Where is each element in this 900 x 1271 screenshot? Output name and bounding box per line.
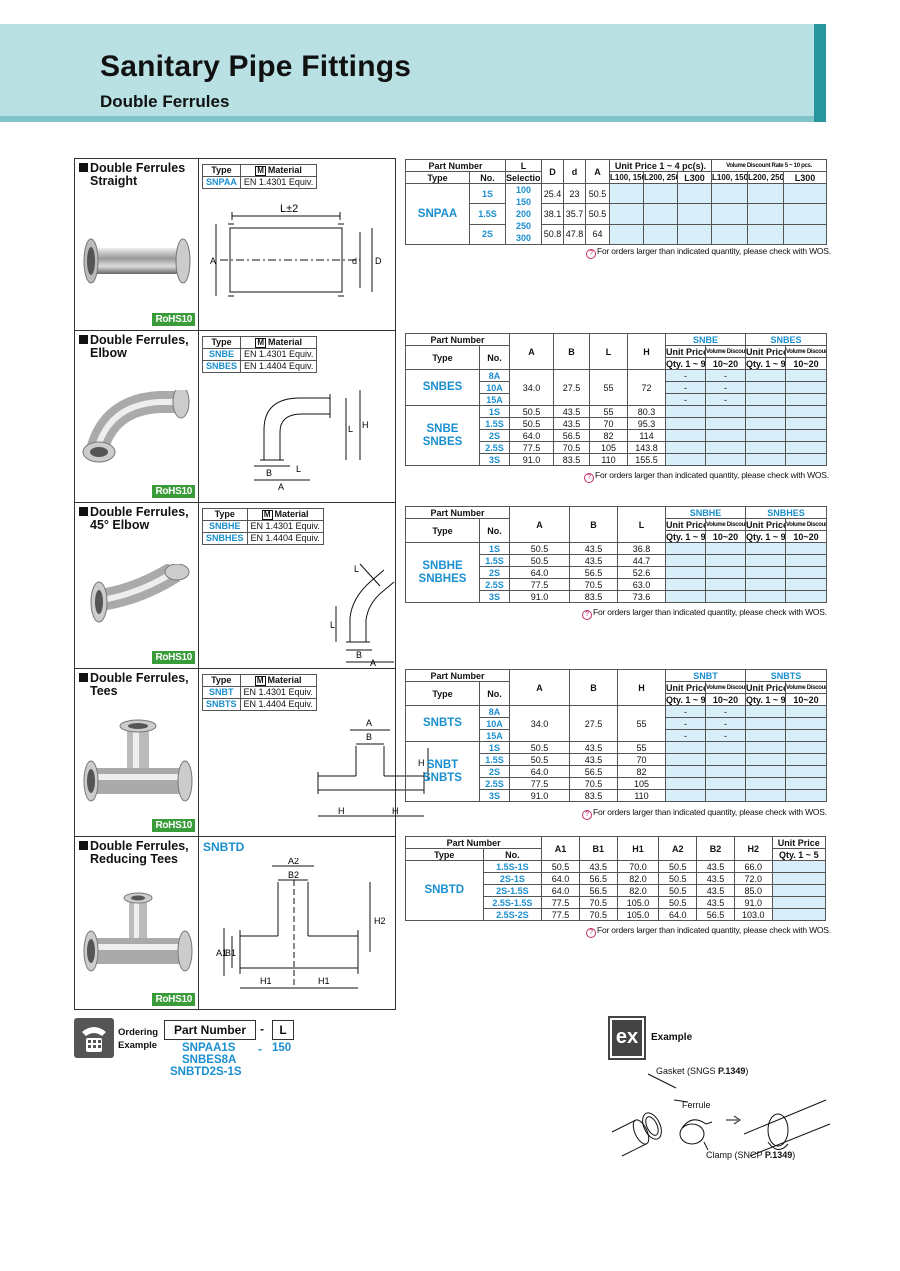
svg-text:A2: A2: [288, 858, 299, 866]
tee-ferrule-photo: [83, 719, 193, 802]
info-icon: ?: [584, 473, 594, 483]
rohs-badge: RoHS10: [152, 993, 195, 1006]
product-name: Double Ferrules,Tees: [79, 672, 189, 698]
svg-text:L: L: [330, 620, 335, 630]
ordering-line: SNBES8A: [182, 1054, 237, 1066]
banner-edge: [814, 24, 826, 122]
rohs-badge: RoHS10: [152, 819, 195, 832]
product-name: Double Ferrules,Elbow: [79, 334, 189, 360]
svg-text:B: B: [366, 732, 372, 742]
svg-text:H: H: [338, 806, 345, 816]
svg-text:B: B: [356, 650, 362, 660]
type-label: SNBTD: [203, 840, 245, 854]
svg-text:A: A: [370, 658, 376, 666]
assembly-drawing: [611, 1073, 831, 1157]
svg-text:A: A: [278, 482, 284, 492]
clamp-label: Clamp (SNCP P.1349): [706, 1150, 796, 1160]
product-panel: [74, 158, 396, 1010]
svg-text:H2: H2: [374, 916, 386, 926]
row-divider: [74, 330, 396, 331]
rohs-badge: RoHS10: [152, 313, 195, 326]
elbow-ferrule-photo: [82, 390, 190, 463]
separator-dash: -: [258, 1042, 262, 1056]
info-icon: ?: [586, 928, 596, 938]
product-row-reducing-tees: Double Ferrules,Reducing Tees RoHS10 SNB…: [74, 836, 396, 1010]
straight-drawing: L±2 A d D: [210, 203, 382, 297]
svg-text:D: D: [375, 256, 382, 266]
elbow-drawing: B A L L H: [254, 390, 369, 492]
telephone-icon: [74, 1018, 114, 1058]
rohs-badge: RoHS10: [152, 651, 195, 664]
ordering-line: SNBTD2S-1S: [170, 1066, 242, 1078]
45-elbow-drawing: L L B A: [330, 563, 395, 666]
svg-text:A1: A1: [216, 948, 227, 958]
svg-text:L±2: L±2: [280, 203, 298, 215]
product-name: Double Ferrules,Reducing Tees: [79, 840, 189, 866]
reducing-tee-photo: [83, 892, 193, 972]
order-note: ?For orders larger than indicated quanti…: [586, 246, 831, 259]
ferrule-label: Ferrule: [682, 1100, 711, 1110]
straight-ferrule-photo: [83, 238, 191, 284]
svg-text:L: L: [348, 424, 353, 434]
separator-dash: -: [260, 1022, 264, 1036]
product-name: Double Ferrules,45° Elbow: [79, 506, 189, 532]
ordering-line: SNPAA1S: [182, 1042, 236, 1054]
info-icon: ?: [586, 249, 596, 259]
page-subtitle: Double Ferrules: [100, 92, 230, 111]
spec-table-snbt: Part Number A B H SNBT SNBTS Type No. Un…: [404, 669, 828, 802]
page-title: Sanitary Pipe Fittings: [100, 50, 412, 83]
svg-text:H1: H1: [260, 976, 272, 986]
svg-text:B1: B1: [225, 948, 236, 958]
title-banner: [0, 24, 826, 122]
svg-text:A: A: [366, 718, 372, 728]
spec-table-snbe: Part Number A B L H SNBE SNBES Type No. …: [404, 333, 828, 466]
svg-text:B: B: [266, 468, 272, 478]
gasket-label: Gasket (SNGS P.1349): [656, 1066, 749, 1076]
rohs-badge: RoHS10: [152, 485, 195, 498]
row-divider: [74, 668, 396, 669]
banner-shadow: [0, 116, 826, 122]
order-note: ?For orders larger than indicated quanti…: [586, 925, 831, 938]
svg-text:d: d: [352, 256, 357, 266]
info-icon: ?: [582, 610, 592, 620]
order-note: ?For orders larger than indicated quanti…: [582, 607, 827, 620]
spec-table-snpaa: Part Number L D d A Unit Price 1 ~ 4 pc(…: [404, 159, 828, 246]
ex-badge: ex: [608, 1016, 646, 1060]
svg-text:L: L: [296, 464, 301, 474]
example-label: Example: [651, 1032, 693, 1043]
svg-text:H: H: [392, 806, 399, 816]
part-number-box: Part Number: [164, 1020, 256, 1040]
svg-text:A: A: [210, 256, 216, 266]
row-divider: [74, 836, 396, 837]
45-elbow-ferrule-photo: [90, 564, 190, 623]
ordering-length-value: 150: [272, 1042, 292, 1054]
svg-text:B2: B2: [288, 870, 299, 880]
column-divider: [198, 158, 199, 1010]
svg-text:L: L: [354, 564, 359, 574]
assembly-example: ex Example Gasket (SNGS P.1349) Ferrule …: [608, 1016, 838, 1186]
length-box: L: [272, 1020, 294, 1040]
row-divider: [74, 502, 396, 503]
svg-text:H: H: [362, 420, 369, 430]
reducing-tee-drawing: A2 B2 A1 B1 H1 H1 H2: [216, 858, 386, 989]
order-note: ?For orders larger than indicated quanti…: [584, 470, 829, 483]
svg-text:H1: H1: [318, 976, 330, 986]
order-note: ?For orders larger than indicated quanti…: [582, 807, 827, 820]
spec-table-snbtd: Part Number A1 B1 H1 A2 B2 H2 Unit Price…: [404, 836, 827, 921]
spec-table-snbhe: Part Number A B L SNBHE SNBHES Type No. …: [404, 506, 828, 603]
info-icon: ?: [582, 810, 592, 820]
